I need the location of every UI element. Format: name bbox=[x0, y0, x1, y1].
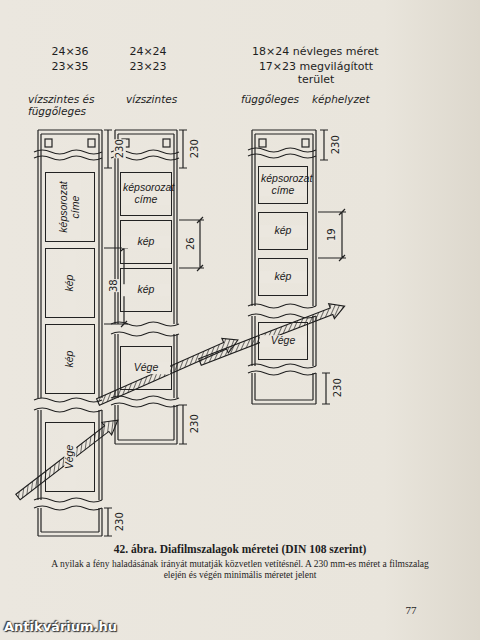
dimension-value: 230 bbox=[188, 414, 200, 433]
orientation-label: vízszintes bbox=[126, 93, 192, 105]
picture-frame: kép bbox=[120, 268, 172, 312]
frame-text: képsorozat címe bbox=[58, 175, 81, 239]
dimension-line bbox=[179, 130, 187, 168]
frame-text: kép bbox=[260, 271, 306, 283]
break-mark bbox=[111, 150, 179, 407]
dimension-value: 230 bbox=[113, 139, 125, 158]
dimension-line bbox=[179, 405, 187, 444]
page-number: 77 bbox=[396, 604, 426, 617]
dimension-line bbox=[320, 130, 328, 160]
frame-text: kép bbox=[64, 251, 76, 315]
end-frame: Vége bbox=[258, 322, 308, 360]
picture-frame: kép bbox=[258, 258, 308, 296]
title-frame: képsorozat címe bbox=[45, 172, 95, 242]
dimension-value: 230 bbox=[329, 135, 341, 154]
dimension-value: 230 bbox=[113, 512, 125, 531]
picture-frame: kép bbox=[45, 248, 95, 318]
picture-frame: kép bbox=[45, 324, 95, 394]
frame-text: Vége bbox=[64, 425, 76, 489]
sprocket-hole bbox=[163, 139, 170, 147]
frame-text: kép bbox=[122, 284, 170, 296]
dimension-value: 230 bbox=[188, 139, 200, 158]
format-size: 23×23 bbox=[118, 61, 178, 74]
format-size: 24×36 bbox=[40, 46, 100, 59]
dimension-line bbox=[179, 217, 204, 271]
frame-text: Vége bbox=[122, 362, 170, 374]
dimension-value: 38 bbox=[107, 279, 119, 292]
light-arrow bbox=[13, 414, 123, 504]
picture-frame: kép bbox=[258, 212, 308, 250]
dimension-line bbox=[104, 508, 112, 536]
format-size: 24×24 bbox=[118, 46, 178, 59]
title-frame: képsorozat címe bbox=[120, 172, 172, 216]
title-frame: képsorozat címe bbox=[258, 166, 308, 204]
break-mark bbox=[248, 148, 316, 375]
frame-text: képsorozat címe bbox=[122, 182, 170, 205]
picture-frame: kép bbox=[120, 220, 172, 264]
orientation-label: képhelyzet bbox=[312, 93, 382, 105]
sprocket-hole bbox=[88, 139, 95, 147]
break-mark bbox=[34, 150, 102, 510]
sprocket-hole bbox=[259, 139, 266, 147]
sprocket-hole bbox=[45, 139, 52, 147]
dimension-value: 26 bbox=[184, 237, 196, 250]
light-arrow bbox=[197, 299, 347, 370]
frame-text: Vége bbox=[260, 335, 306, 347]
frame-text: képsorozat címe bbox=[260, 173, 306, 196]
film-strip-edge bbox=[252, 130, 316, 404]
format-size: 18×24 névleges méret bbox=[252, 46, 402, 59]
format-size: 23×35 bbox=[40, 61, 100, 74]
watermark: Antikvárium.hu bbox=[4, 620, 134, 635]
dimension-line bbox=[322, 373, 330, 404]
dimension-value: 19 bbox=[325, 228, 337, 241]
end-frame: Vége bbox=[120, 346, 172, 390]
figure-caption: 42. ábra. Diafilmszalagok méretei (DIN 1… bbox=[30, 543, 450, 556]
frame-text: kép bbox=[122, 236, 170, 248]
format-size: 17×23 megvilágított terület bbox=[252, 61, 380, 86]
dimension-line bbox=[104, 130, 112, 168]
caption-note: A nyilak a fény haladásának irányát muta… bbox=[40, 559, 440, 581]
frame-text: kép bbox=[64, 327, 76, 391]
frame-text: kép bbox=[260, 225, 306, 237]
light-arrow bbox=[95, 333, 241, 410]
dimension-value: 230 bbox=[331, 378, 343, 397]
orientation-label: függőleges bbox=[241, 93, 307, 105]
sprocket-hole bbox=[302, 139, 309, 147]
dimension-line bbox=[318, 209, 346, 261]
end-frame: Vége bbox=[45, 422, 95, 492]
